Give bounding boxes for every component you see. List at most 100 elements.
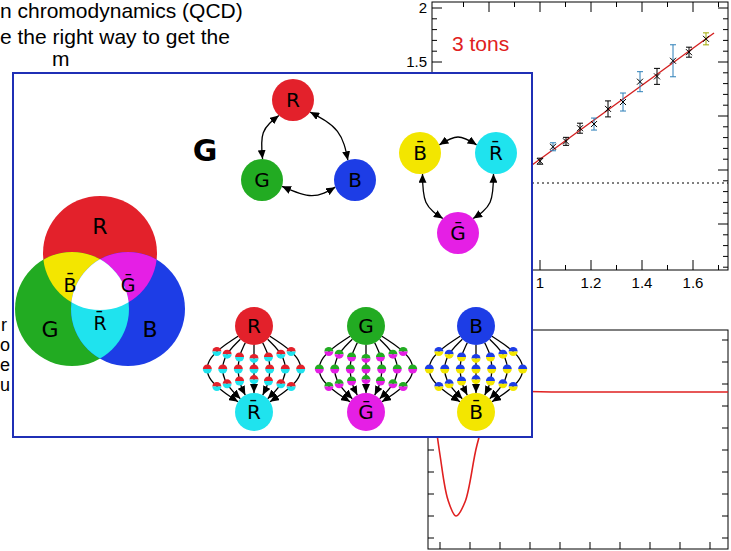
half-color-dot xyxy=(235,353,244,362)
charge-letter: R xyxy=(92,215,107,239)
half-color-dot xyxy=(457,353,466,362)
half-color-dot xyxy=(498,350,507,359)
anticolor-circle: B̄ xyxy=(398,131,442,175)
axis-tick-label: 1.2 xyxy=(581,275,602,292)
data-point xyxy=(550,143,556,151)
axis-tick xyxy=(718,170,728,171)
axis-tick xyxy=(540,2,541,12)
axis-tick-label: 1 xyxy=(536,275,544,292)
axis-tick xyxy=(432,51,437,52)
axis-tick xyxy=(710,542,711,549)
axis-tick xyxy=(723,245,728,246)
color-charge-circle: G xyxy=(240,158,284,202)
color-venn xyxy=(15,196,185,366)
data-point xyxy=(537,158,543,164)
text-fragment: r xyxy=(1,316,7,336)
charge-letter: Ḡ xyxy=(450,222,466,244)
axis-tick xyxy=(432,8,442,9)
axis-tick xyxy=(723,83,728,84)
axis-tick xyxy=(722,494,728,495)
half-color-dot xyxy=(486,376,495,385)
charge-letter: B xyxy=(142,318,157,342)
axis-tick xyxy=(565,2,566,7)
axis-tick xyxy=(432,62,442,63)
axis-tick xyxy=(723,234,728,235)
half-color-dot xyxy=(457,376,466,385)
quark-line xyxy=(382,336,413,401)
axis-tick xyxy=(723,94,728,95)
half-color-dot xyxy=(250,365,259,374)
axis-tick xyxy=(530,542,531,549)
slide-text: n chromodynamics (QCD) xyxy=(0,0,243,22)
axis-tick xyxy=(722,472,728,473)
half-color-dot xyxy=(399,382,408,391)
overlay-panel xyxy=(13,73,532,437)
axis-tick xyxy=(722,406,728,407)
half-color-dot xyxy=(509,382,518,391)
gluon-link xyxy=(423,174,443,219)
axis-tick xyxy=(432,29,437,30)
data-point xyxy=(654,68,660,84)
half-color-dot xyxy=(518,365,527,374)
half-color-dot xyxy=(281,365,290,374)
half-color-dot xyxy=(434,347,443,356)
half-color-dot xyxy=(503,365,512,374)
data-point xyxy=(703,33,709,45)
text-fragment: e xyxy=(0,356,10,376)
text-fragment: m xyxy=(52,47,70,70)
half-color-dot xyxy=(287,382,296,391)
color-charge-circle: R xyxy=(271,78,315,122)
color-charge-circle: B xyxy=(333,158,377,202)
charge-letter: R xyxy=(247,315,261,337)
axis-tick-label: 1.4 xyxy=(632,275,653,292)
fit-line xyxy=(532,33,714,165)
half-color-dot xyxy=(212,347,221,356)
axis-tick xyxy=(723,213,728,214)
half-color-dot xyxy=(264,353,273,362)
charge-letter: B xyxy=(348,169,362,191)
half-color-dot xyxy=(218,365,227,374)
axis-tick xyxy=(440,542,441,549)
axis-tick xyxy=(723,256,728,257)
axis-tick xyxy=(723,202,728,203)
axis-tick-label: 2 xyxy=(419,0,427,17)
half-color-dot xyxy=(330,365,339,374)
half-color-dot xyxy=(235,376,244,385)
venn-fill xyxy=(71,252,185,366)
anticolor-circle: B̄ xyxy=(456,392,496,432)
anticolor-circle: Ḡ xyxy=(436,211,480,255)
axis-tick xyxy=(514,2,515,7)
axis-tick xyxy=(693,2,694,12)
axis-tick xyxy=(667,2,668,7)
venn-fill xyxy=(71,252,185,366)
half-color-dot xyxy=(425,365,434,374)
half-color-dot xyxy=(250,375,259,384)
charge-letter: G xyxy=(41,318,58,342)
charge-letter: G xyxy=(254,169,270,191)
axis-tick-label: 1.6 xyxy=(683,275,704,292)
data-point xyxy=(637,72,643,92)
half-color-dot xyxy=(456,365,465,374)
axis-tick xyxy=(723,137,728,138)
axis-tick xyxy=(428,516,434,517)
axis-tick xyxy=(723,180,728,181)
color-charge-circle: B xyxy=(456,306,496,346)
axis-tick xyxy=(722,340,728,341)
axis-tick xyxy=(591,260,592,270)
anticolor-circle: R̄ xyxy=(474,131,518,175)
charge-letter: Ḡ xyxy=(358,401,374,423)
axis-tick xyxy=(722,362,728,363)
axis-tick xyxy=(432,40,437,41)
data-point xyxy=(670,45,676,77)
axis-tick xyxy=(428,538,434,539)
half-color-dot xyxy=(276,350,285,359)
quark-line xyxy=(270,336,301,401)
half-color-dot xyxy=(234,365,243,374)
axis-tick xyxy=(718,62,728,63)
gluon-label: G xyxy=(193,134,218,167)
gluon-link xyxy=(439,137,476,145)
charge-letter: B̄ xyxy=(413,142,427,164)
